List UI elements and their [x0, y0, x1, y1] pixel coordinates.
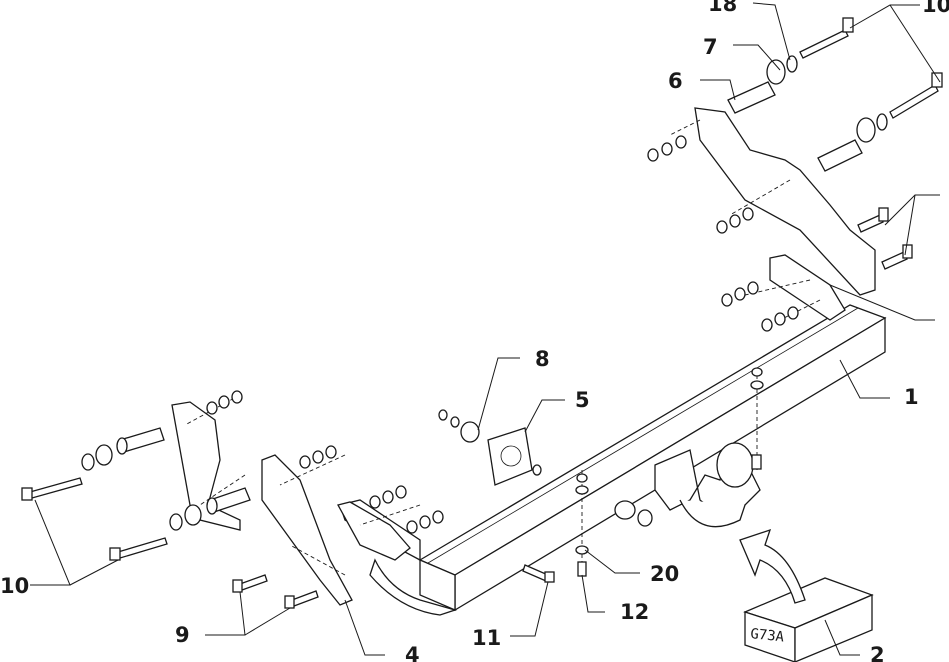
- left-spacer-tube-upper: [81, 427, 165, 471]
- leader-lines: [30, 2, 941, 656]
- right-bracket-upper: [669, 107, 876, 296]
- right-nuts: [647, 135, 799, 332]
- short-bolts-9: [232, 574, 319, 609]
- right-bracket-lower: [744, 254, 846, 321]
- package-box: G73A: [743, 577, 874, 662]
- install-direction-arrow-icon: [739, 528, 806, 604]
- callout-20: 20: [650, 562, 679, 586]
- left-spacer-tube-lower: [169, 487, 251, 531]
- callout-1: 1: [904, 385, 919, 409]
- callout-2: 2: [870, 643, 885, 662]
- left-nuts-middle: [299, 445, 337, 469]
- tow-ball-hitch: [614, 442, 761, 528]
- right-long-bolt-upper: [799, 17, 854, 59]
- right-spacer-tube-lower: [817, 113, 888, 172]
- left-bracket-front: [261, 454, 421, 606]
- left-long-bolt-lower: [109, 537, 168, 561]
- callout-6: 6: [668, 69, 683, 93]
- callout-5: 5: [575, 388, 590, 412]
- callout-8: 8: [535, 347, 550, 371]
- callout-7: 7: [703, 35, 718, 59]
- callout-11: 11: [472, 626, 501, 650]
- callout-10-left: 10: [0, 574, 29, 598]
- bolt-11: [522, 564, 555, 583]
- callout-10-right: 10: [922, 0, 949, 17]
- callout-12: 12: [620, 600, 649, 624]
- callout-4: 4: [405, 643, 420, 662]
- callout-9: 9: [175, 623, 190, 647]
- center-bolts-12-20: [575, 367, 764, 577]
- package-label: G73A: [750, 626, 786, 645]
- left-nuts-lower: [369, 485, 444, 534]
- right-short-bolts: [857, 207, 913, 270]
- right-long-bolt-lower: [889, 72, 943, 119]
- left-nuts-upper: [206, 390, 243, 415]
- left-long-bolt-upper: [21, 477, 83, 501]
- cross-beam: [339, 304, 887, 616]
- callout-18: 18: [708, 0, 737, 16]
- socket-plate-5: [438, 409, 542, 486]
- right-spacer-tube-upper: [727, 55, 798, 114]
